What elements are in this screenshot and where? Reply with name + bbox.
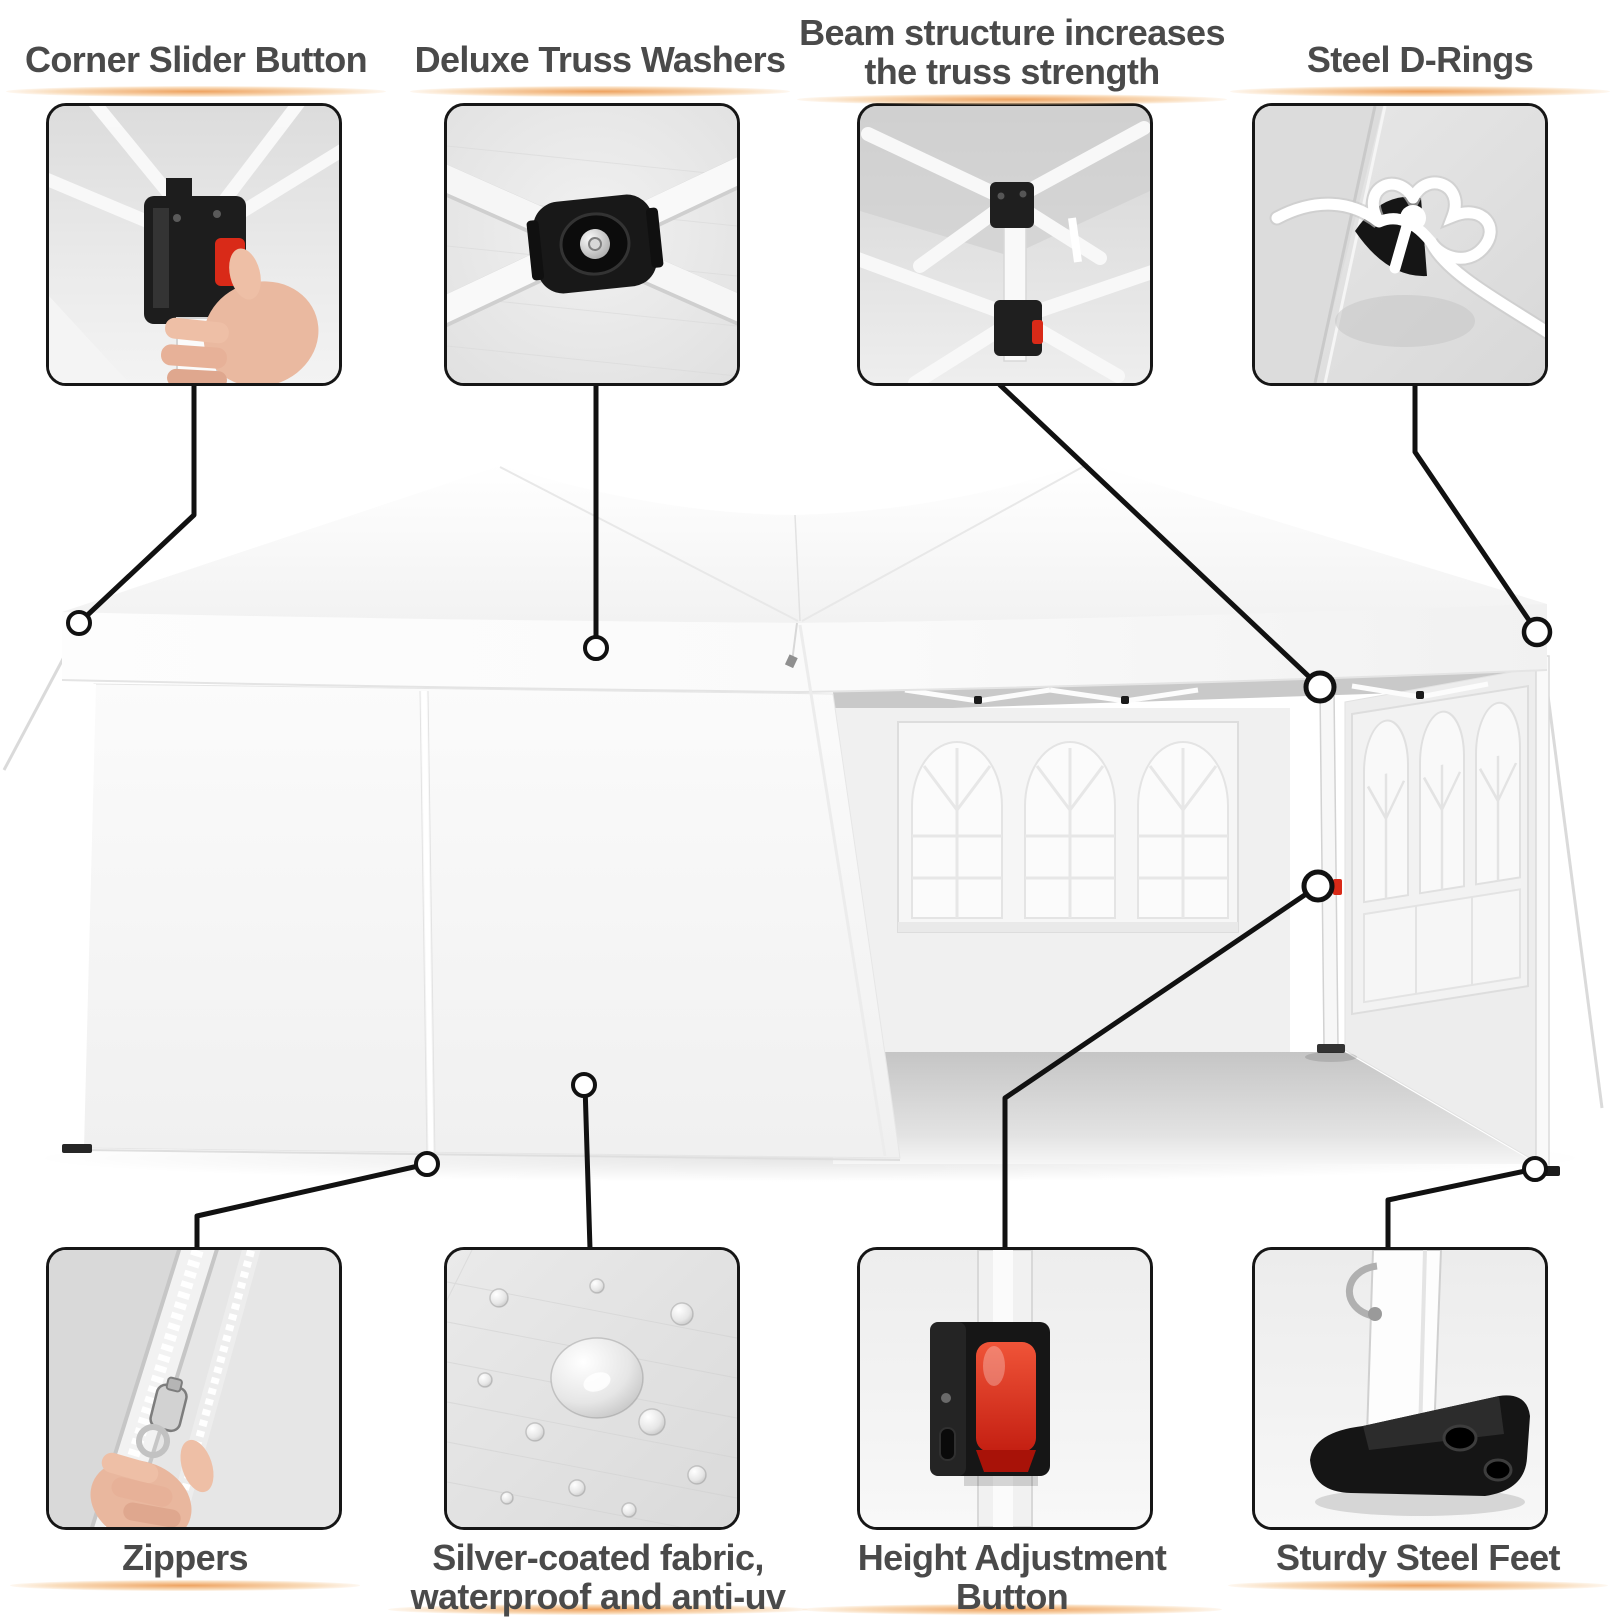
callout-line-height-adjustment bbox=[1002, 883, 1321, 1252]
corner-bracket bbox=[144, 196, 246, 324]
feature-box-zippers bbox=[46, 1247, 342, 1530]
truss-washer-photo bbox=[447, 106, 737, 383]
roof-canopy bbox=[62, 463, 1547, 623]
roof-creases bbox=[499, 463, 1089, 622]
bracket-red-button bbox=[1032, 320, 1043, 344]
underline-height-adjustment bbox=[802, 1604, 1222, 1615]
callout-line-silver-fabric bbox=[582, 1082, 593, 1252]
label-steel-d-rings: Steel D-Rings bbox=[1306, 39, 1534, 80]
beam-structure-photo bbox=[860, 106, 1150, 383]
d-ring-photo bbox=[1255, 106, 1545, 383]
label-corner-slider: Corner Slider Button bbox=[24, 39, 368, 80]
label-beam-structure: Beam structure increases the truss stren… bbox=[799, 12, 1225, 92]
feature-box-corner-slider bbox=[46, 103, 342, 386]
marker-steel-d-rings bbox=[1521, 616, 1553, 648]
marker-beam-structure bbox=[1303, 670, 1337, 704]
label-sturdy-feet: Sturdy Steel Feet bbox=[1276, 1537, 1560, 1578]
label-zippers: Zippers bbox=[122, 1537, 248, 1578]
underline-silver-fabric bbox=[388, 1604, 808, 1615]
underline-beam-structure bbox=[797, 94, 1227, 105]
underline-sturdy-feet bbox=[1228, 1580, 1608, 1591]
right-end-windows bbox=[1351, 684, 1529, 1016]
feature-box-height-adjustment bbox=[857, 1247, 1153, 1530]
lower-bracket bbox=[994, 300, 1042, 356]
feature-box-silver-fabric bbox=[444, 1247, 740, 1530]
marker-truss-washers bbox=[583, 635, 609, 661]
height-adjustment-photo bbox=[860, 1250, 1150, 1527]
label-truss-washers: Deluxe Truss Washers bbox=[414, 39, 786, 80]
truss-connectors bbox=[974, 691, 1424, 704]
feature-box-truss-washers bbox=[444, 103, 740, 386]
steel-foot-plate bbox=[1310, 1395, 1530, 1496]
underline-truss-washers bbox=[410, 86, 790, 97]
steel-foot-photo bbox=[1255, 1250, 1545, 1527]
back-wall-windows bbox=[897, 721, 1239, 933]
marker-corner-slider bbox=[66, 610, 92, 636]
valley-cord bbox=[784, 622, 798, 669]
red-toggle-button bbox=[976, 1342, 1036, 1472]
callout-line-beam-structure bbox=[997, 382, 1323, 690]
zipper-photo bbox=[49, 1250, 339, 1527]
upper-bracket bbox=[990, 182, 1034, 228]
center-pole bbox=[1305, 684, 1357, 1062]
marker-silver-fabric bbox=[571, 1072, 597, 1098]
closed-sidewall bbox=[62, 624, 901, 1161]
callout-line-zippers bbox=[194, 1161, 430, 1252]
sidewall-zipper-seam bbox=[421, 690, 434, 1159]
label-height-adjustment: Height Adjustment Button bbox=[857, 1537, 1167, 1617]
feature-box-sturdy-feet bbox=[1252, 1247, 1548, 1530]
marker-zippers bbox=[414, 1151, 440, 1177]
label-silver-fabric: Silver-coated fabric, waterproof and ant… bbox=[410, 1537, 786, 1617]
callout-markers bbox=[66, 610, 1553, 1182]
callout-line-sturdy-feet bbox=[1385, 1166, 1538, 1252]
hand-fingers bbox=[90, 1439, 214, 1527]
corner-slider-photo bbox=[49, 106, 339, 383]
marker-sturdy-feet bbox=[1522, 1156, 1548, 1182]
interior-floor bbox=[833, 1052, 1537, 1164]
underline-zippers bbox=[10, 1580, 360, 1591]
callout-line-corner-slider bbox=[76, 382, 197, 626]
feature-box-steel-d-rings bbox=[1252, 103, 1548, 386]
hand bbox=[160, 248, 319, 383]
callout-lines bbox=[76, 382, 1540, 1252]
truss-washer bbox=[526, 194, 664, 294]
spring-clip bbox=[1345, 1262, 1382, 1321]
underline-corner-slider bbox=[6, 86, 386, 97]
feature-box-beam-structure bbox=[857, 103, 1153, 386]
marker-height-adjustment bbox=[1301, 869, 1335, 903]
pole-red-button bbox=[1333, 879, 1342, 895]
corner-ropes bbox=[2, 641, 1604, 1109]
callout-line-steel-d-rings bbox=[1412, 382, 1540, 635]
underline-steel-d-rings bbox=[1230, 86, 1610, 97]
tent-leg bbox=[1365, 1250, 1443, 1436]
zipper-slider bbox=[136, 1376, 188, 1459]
fabric-droplets-photo bbox=[447, 1250, 737, 1527]
rope-bow bbox=[1269, 175, 1545, 340]
